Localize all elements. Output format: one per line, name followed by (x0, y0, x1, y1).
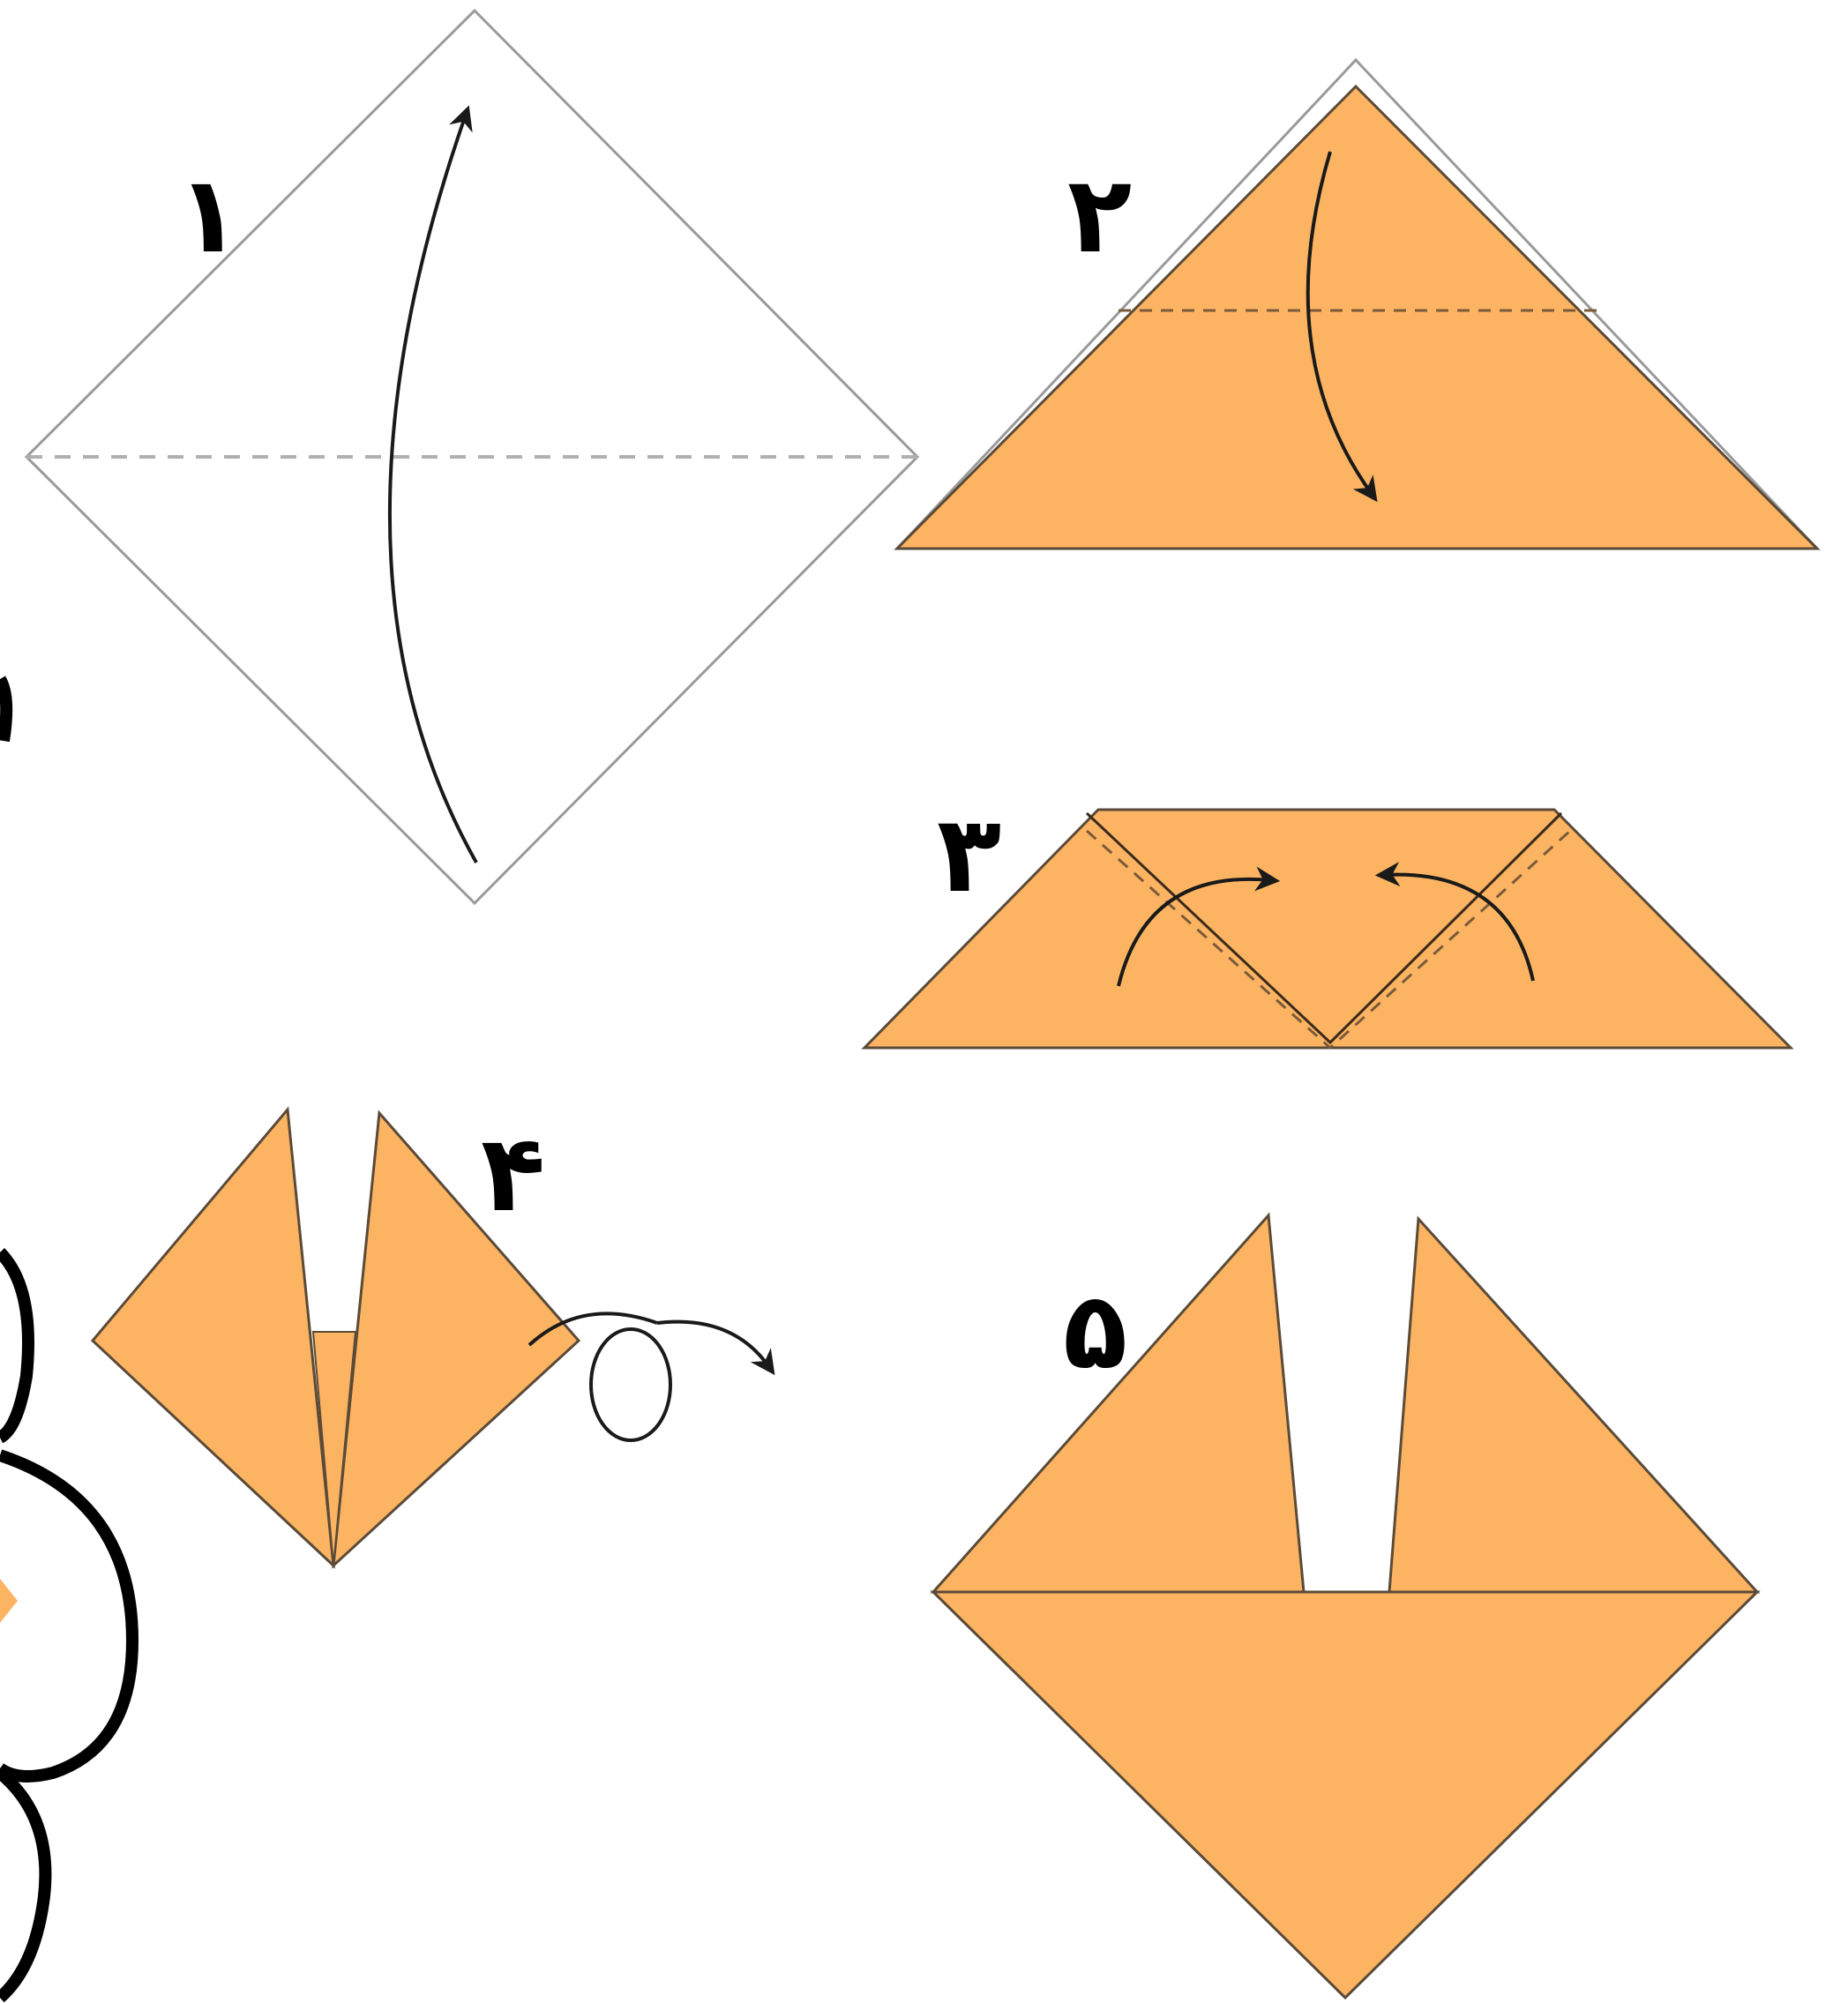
step-3-paper-trapezoid (861, 808, 1794, 1050)
step-3-number: ۳ (937, 794, 1001, 916)
step-2-paper-triangle (894, 84, 1821, 550)
turn-over-loop-arrow-icon (527, 1312, 775, 1442)
step-4-right-flap (332, 1110, 581, 1569)
curved-fold-arrow-icon (387, 105, 478, 863)
step-5-diagram: ۵ (930, 1212, 1761, 2000)
step-2-number: ۲ (1067, 154, 1132, 277)
left-edge-outline-decoration (0, 676, 139, 2003)
step-5-right-ear (1388, 1215, 1761, 1594)
step-3-diagram: ۳ (861, 794, 1794, 1050)
step-1-number: ۱ (176, 154, 241, 277)
step-4-number: ۴ (481, 1113, 545, 1236)
step-3-fold-line (1085, 811, 1563, 1045)
step-1-diagram: ۱ (24, 8, 920, 906)
curved-fold-arrow-icon (1117, 866, 1281, 987)
step-4-left-flap (90, 1106, 335, 1569)
curved-fold-arrow-icon (1306, 151, 1378, 503)
step-2-diagram: ۲ (894, 57, 1821, 550)
step-1-paper-square (24, 8, 920, 906)
step-4-diagram: ۴ (90, 1106, 775, 1569)
curved-fold-arrow-icon (1374, 862, 1535, 982)
step-5-number: ۵ (1063, 1270, 1127, 1393)
step-5-bottom-diamond (930, 1590, 1761, 2000)
